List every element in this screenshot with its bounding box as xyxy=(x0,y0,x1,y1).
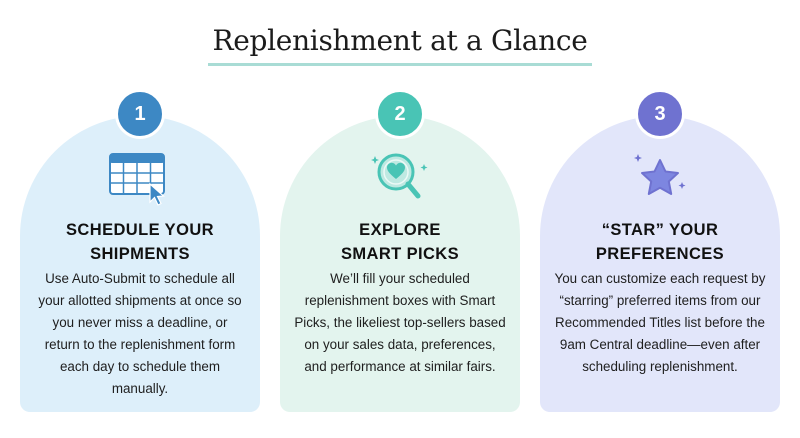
step-heading-line-1: EXPLORE xyxy=(359,221,441,239)
calendar-cursor-icon xyxy=(109,153,165,206)
step-heading-line-1: “STAR” YOUR xyxy=(601,221,719,239)
magnifier-heart-icon xyxy=(371,153,428,199)
page-title: Replenishment at a Glance xyxy=(208,24,592,66)
step-heading-line-2: PREFERENCES xyxy=(595,245,725,263)
step-heading: EXPLORE SMART PICKS xyxy=(280,218,520,266)
title-container: Replenishment at a Glance xyxy=(0,24,800,66)
step-description: We’ll fill your scheduled replenishment … xyxy=(294,271,506,374)
step-heading: “STAR” YOUR PREFERENCES xyxy=(540,218,780,266)
page-title-text: Replenishment at a Glance xyxy=(212,24,588,57)
step-heading-line-2: SHIPMENTS xyxy=(90,245,190,263)
step-card-3: “STAR” YOUR PREFERENCES You can customiz… xyxy=(540,116,780,412)
step-number-badge: 2 xyxy=(375,89,425,139)
step-card-1: SCHEDULE YOUR SHIPMENTS Use Auto-Submit … xyxy=(20,116,260,412)
star-sparkle-icon xyxy=(634,154,686,195)
step-heading-line-1: SCHEDULE YOUR xyxy=(66,221,214,239)
step-description: You can customize each request by “starr… xyxy=(554,271,766,374)
step-card-2: EXPLORE SMART PICKS We’ll fill your sche… xyxy=(280,116,520,412)
step-heading: SCHEDULE YOUR SHIPMENTS xyxy=(20,218,260,266)
step-number-badge: 1 xyxy=(115,89,165,139)
step-description: Use Auto-Submit to schedule all your all… xyxy=(38,271,242,396)
step-number-badge: 3 xyxy=(635,89,685,139)
step-heading-line-2: SMART PICKS xyxy=(340,245,460,263)
